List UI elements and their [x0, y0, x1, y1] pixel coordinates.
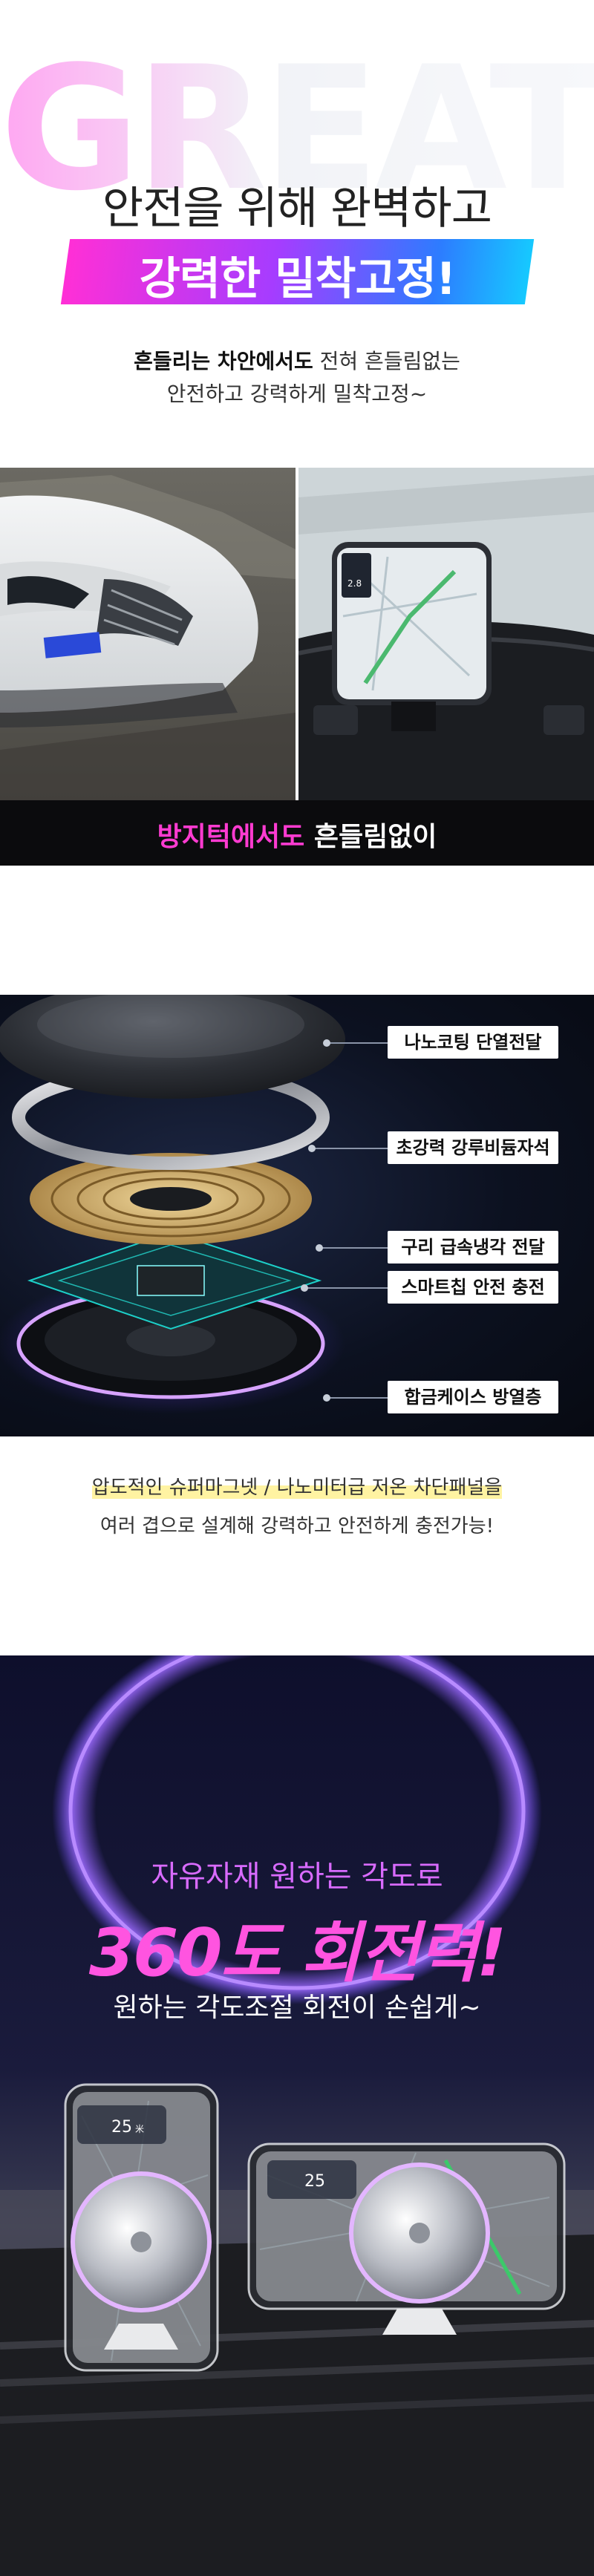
layer-label-4: 스마트칩 안전 충전 [388, 1271, 558, 1304]
layer-description: 압도적인 슈퍼마그넷 / 나노미터급 저온 차단패널을 여러 겹으로 설계해 강… [0, 1468, 594, 1546]
layer-structure-section [0, 995, 594, 1436]
rotation-line-3: 원하는 각도조절 회전이 손쉽게~ [113, 1993, 481, 2023]
desc-bold: 흔들리는 차안에서도 [134, 349, 313, 373]
rotation-section: 25 米 25 [0, 1655, 594, 2576]
layer-exploded-view [0, 995, 345, 1414]
desc-line2: 안전하고 강력하게 밀착고정~ [166, 382, 428, 406]
dashboard-illustration: 2.8 [298, 468, 594, 800]
hero-section: GREAT [0, 0, 594, 468]
car-bump-photo [0, 468, 296, 800]
nav-distance-left: 25 [111, 2118, 132, 2137]
headline-1: 안전을 위해 완벽하고 [102, 183, 492, 235]
nav-distance-right: 25 [304, 2172, 325, 2191]
connector-2 [308, 1145, 388, 1152]
connector-3 [316, 1244, 388, 1252]
connector-1 [323, 1039, 388, 1047]
connector-5 [323, 1394, 388, 1402]
dashboard-phone-photo: 2.8 [298, 468, 594, 800]
headline-2: 강력한 밀착고정! [139, 253, 457, 305]
layer-label-5: 합금케이스 방열층 [388, 1381, 558, 1413]
hero-description: 흔들리는 차안에서도 전혀 흔들림없는 안전하고 강력하게 밀착고정~ [0, 345, 594, 411]
caption-bar [0, 800, 594, 866]
desc-rest: 전혀 흔들림없는 [313, 349, 460, 373]
rotation-line-1: 자유자재 원하는 각도로 [151, 1860, 443, 1894]
screen-time: 2.8 [347, 578, 362, 589]
rotation-illustration: 25 米 25 [0, 1655, 594, 2576]
connector-4 [301, 1284, 388, 1292]
caption-white: 흔들림없이 [304, 822, 437, 852]
layer-label-1: 나노코팅 단열전달 [388, 1026, 558, 1059]
rotation-line-2: 360도 회전력! [88, 1915, 506, 1991]
caption-pink: 방지턱에서도 [157, 822, 305, 852]
layer-label-3: 구리 급속냉각 전달 [388, 1231, 558, 1264]
background-word: GREAT [0, 30, 594, 229]
nav-unit-left: 米 [135, 2124, 144, 2134]
layer-label-2: 초강력 강루비듐자석 [388, 1131, 558, 1164]
desc2-line2: 여러 겹으로 설계해 강력하고 안전하게 충전가능! [99, 1515, 495, 1537]
desc2-line1: 압도적인 슈퍼마그넷 / 나노미터급 저온 차단패널을 [91, 1477, 503, 1499]
car-illustration [0, 468, 296, 800]
photo-caption: 방지턱에서도 흔들림없이 [0, 815, 594, 854]
